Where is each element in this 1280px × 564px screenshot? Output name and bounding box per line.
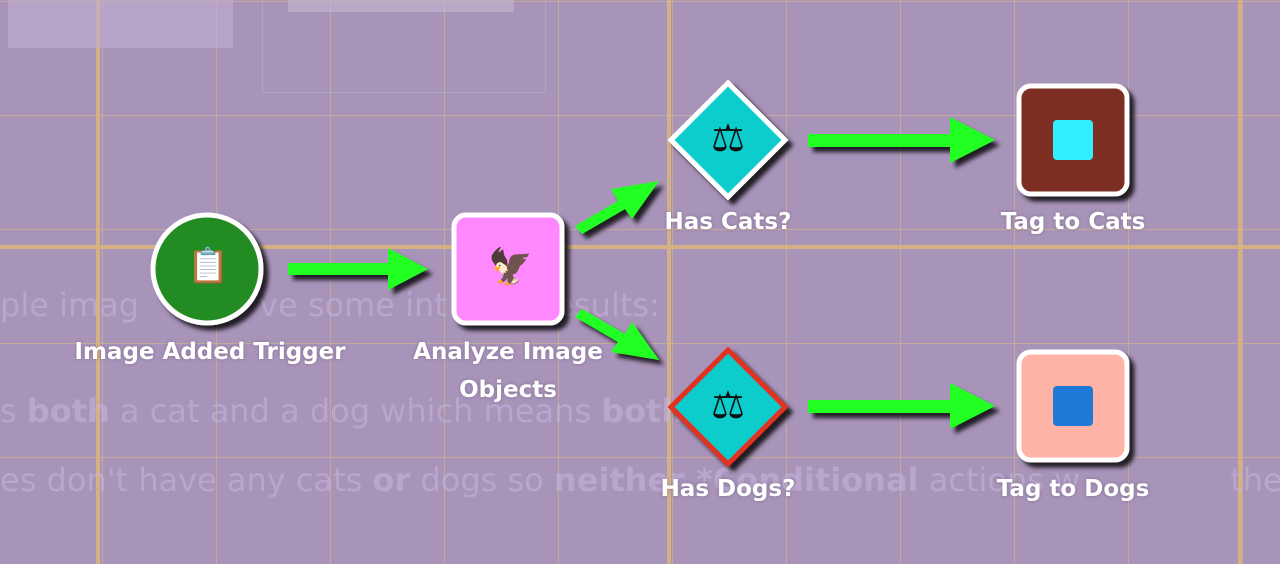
node-analyze-image-objects[interactable] — [451, 212, 565, 326]
grid-line — [1238, 0, 1242, 564]
has-cats-shape[interactable] — [667, 79, 789, 201]
background-image-frame — [262, 0, 546, 93]
tag-cats-label: Tag to Cats — [1000, 209, 1146, 235]
analyze-label-line2: Objects — [459, 377, 557, 403]
background-image — [8, 0, 233, 48]
has-dogs-label: Has Dogs? — [660, 476, 796, 502]
analyze-shape[interactable] — [451, 212, 565, 326]
grid-line — [0, 245, 1280, 249]
trigger-shape[interactable] — [150, 212, 264, 326]
has-dogs-shape[interactable] — [667, 346, 789, 468]
trigger-label: Image Added Trigger — [74, 339, 346, 365]
arrow-has-cats-to-tag-cats — [808, 117, 995, 163]
square-icon — [1053, 386, 1093, 426]
has-cats-label: Has Cats? — [664, 209, 792, 235]
background-text-line: es don't have any cats or dogs so neithe… — [0, 461, 1280, 499]
background-text-line: s both a cat and a dog which means bothe… — [0, 392, 1109, 430]
arrow-has-dogs-to-tag-dogs — [808, 383, 995, 429]
node-tag-to-cats[interactable] — [1016, 83, 1130, 197]
eagle-icon: 🦅 — [488, 247, 533, 288]
square-icon — [1053, 120, 1093, 160]
arrow-trigger-to-analyze — [288, 248, 428, 290]
clipboard-icon: 📋 — [187, 246, 230, 286]
node-has-cats[interactable] — [667, 79, 789, 201]
grid-line — [96, 0, 100, 564]
grid-line — [667, 0, 671, 564]
tag-dogs-label: Tag to Dogs — [996, 476, 1150, 502]
analyze-label-line1: Analyze Image — [413, 339, 603, 365]
node-image-added-trigger[interactable] — [150, 212, 264, 326]
scales-icon: ⚖ — [710, 116, 746, 160]
node-tag-to-dogs[interactable] — [1016, 349, 1130, 463]
scales-icon: ⚖ — [710, 383, 746, 427]
background-image — [288, 0, 514, 12]
arrow-analyze-to-has-cats — [575, 181, 659, 234]
node-has-dogs[interactable] — [667, 346, 789, 468]
arrow-analyze-to-has-dogs — [575, 309, 659, 360]
